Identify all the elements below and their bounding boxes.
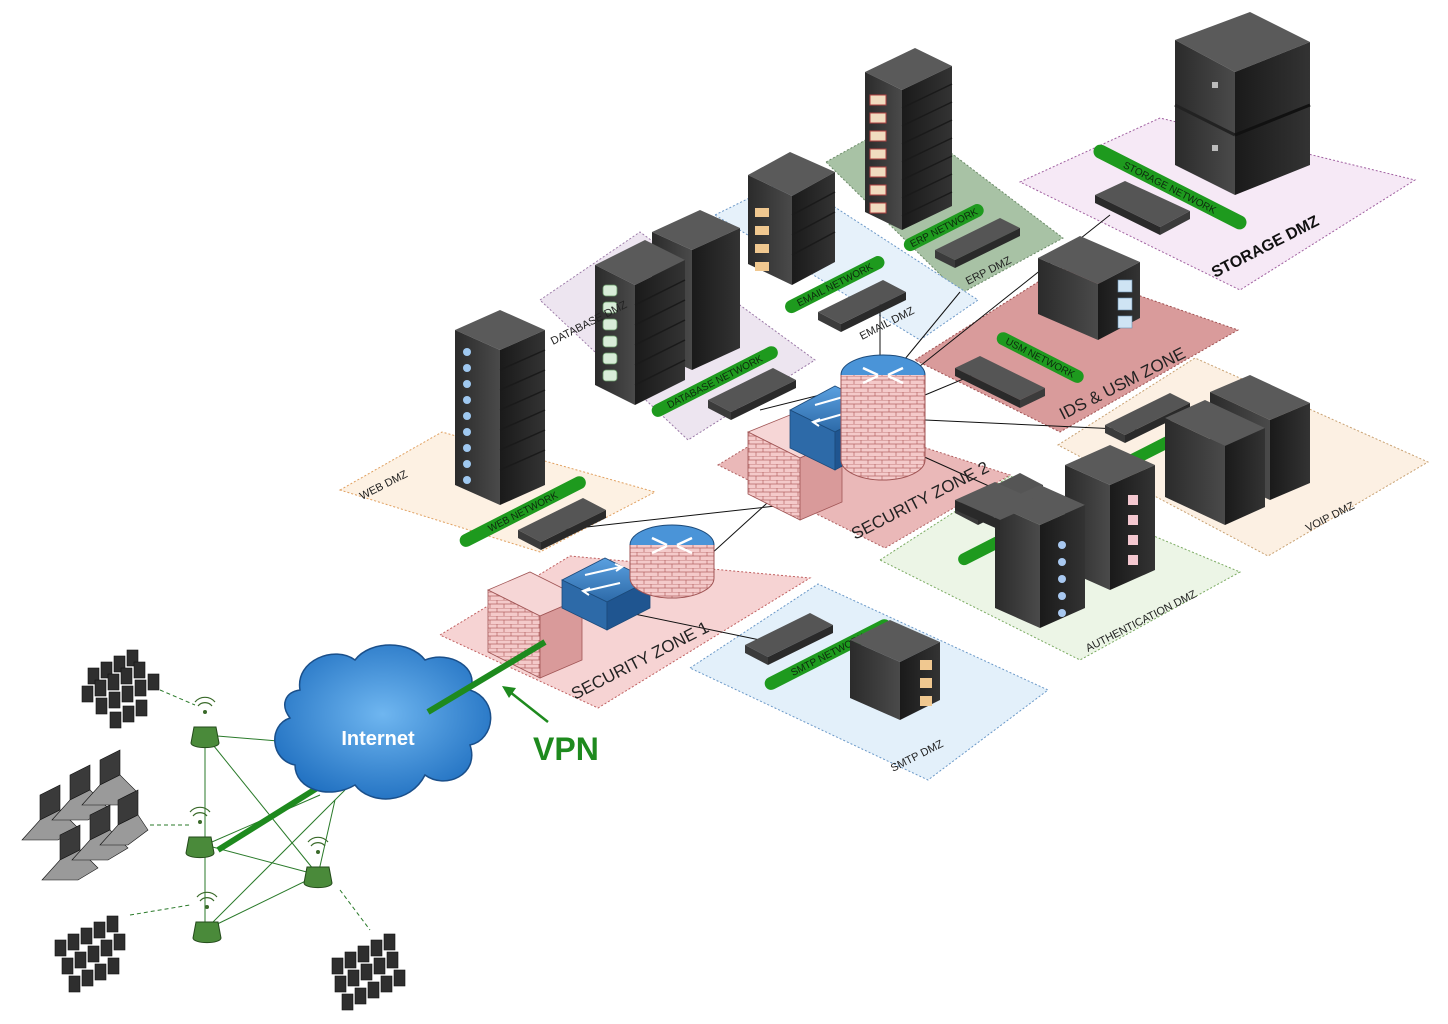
wireless-access-point-icon bbox=[190, 696, 220, 749]
erp-switch bbox=[935, 218, 1020, 268]
email-server-rack-icon bbox=[748, 152, 836, 285]
erp-server-rack-icon bbox=[865, 48, 953, 230]
vpn-arrow-icon bbox=[502, 686, 549, 723]
usm-switch bbox=[955, 356, 1045, 408]
wireless-access-point-icon bbox=[303, 836, 333, 889]
internet-label: Internet bbox=[341, 728, 415, 750]
email-switch bbox=[818, 280, 906, 332]
ids-server-rack-icon bbox=[1038, 236, 1140, 340]
vpn-label: VPN bbox=[533, 731, 599, 767]
internet-cloud-icon: Internet bbox=[274, 644, 492, 800]
web-switch bbox=[518, 498, 606, 550]
server-racks bbox=[455, 12, 1311, 720]
database-server-rack-icon bbox=[595, 210, 740, 405]
smtp-switch bbox=[745, 613, 833, 665]
web-server-rack-icon bbox=[455, 310, 546, 505]
authentication-server-icon bbox=[955, 445, 1155, 628]
wireless-access-point-icon bbox=[192, 891, 222, 944]
laptop-cluster-icon bbox=[21, 749, 149, 881]
router-icon bbox=[629, 524, 715, 599]
vpn-link bbox=[426, 639, 547, 715]
tablet-cluster-icon bbox=[81, 649, 160, 729]
tablet-cluster-icon bbox=[331, 933, 406, 1011]
vpn-link bbox=[216, 777, 332, 853]
voip-switch bbox=[1105, 393, 1190, 443]
smtp-server-icon bbox=[850, 620, 940, 720]
storage-server-icon bbox=[1174, 12, 1311, 195]
wireless-access-point-icon bbox=[185, 806, 215, 859]
storage-switch bbox=[1095, 181, 1190, 235]
tablet-cluster-icon bbox=[54, 915, 126, 993]
security-zone-2-devices bbox=[747, 354, 926, 521]
wireless-mesh bbox=[129, 689, 371, 944]
voip-server-icon bbox=[1165, 375, 1310, 525]
router-icon bbox=[840, 354, 926, 481]
security-zone-1-devices bbox=[487, 524, 715, 679]
switch-icon bbox=[561, 557, 651, 631]
client-devices bbox=[21, 649, 406, 1011]
firewall-icon bbox=[487, 571, 583, 679]
database-switch bbox=[708, 368, 796, 420]
